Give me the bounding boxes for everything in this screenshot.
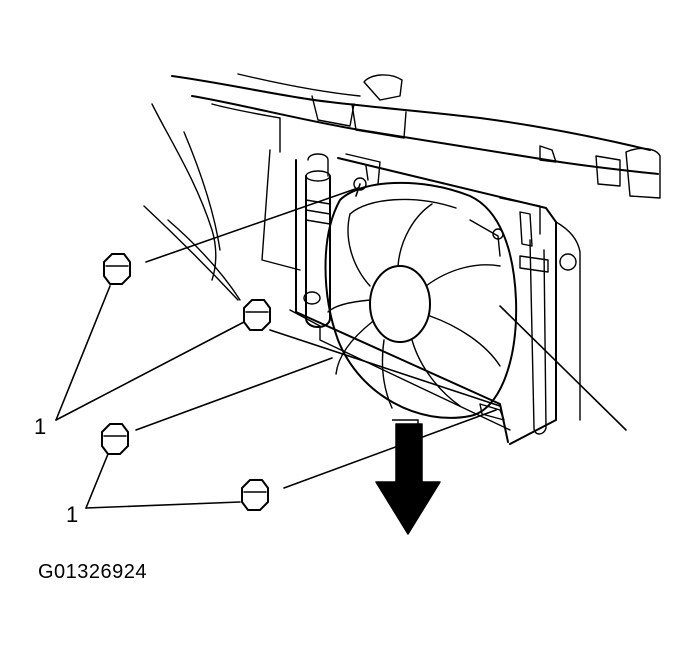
nut-upper-left — [103, 253, 131, 285]
cooling-fan-assembly — [324, 181, 518, 421]
callout-label-lower: 1 — [66, 502, 78, 527]
right-bracket — [519, 239, 549, 435]
nut-bottom — [241, 479, 269, 511]
callout-lines-lower — [85, 453, 241, 509]
figure-id: G01326924 — [38, 561, 148, 583]
receiver-dryer — [303, 153, 331, 328]
nut-middle — [243, 299, 271, 331]
removal-direction-arrow-icon — [375, 419, 441, 535]
nut-lower-left — [101, 423, 129, 455]
callout-label-upper: 1 — [34, 414, 46, 439]
radiator-support — [143, 73, 661, 301]
callout-lines-upper — [55, 285, 245, 421]
nut-leader-lines — [135, 183, 627, 489]
radiator-core — [289, 153, 581, 445]
